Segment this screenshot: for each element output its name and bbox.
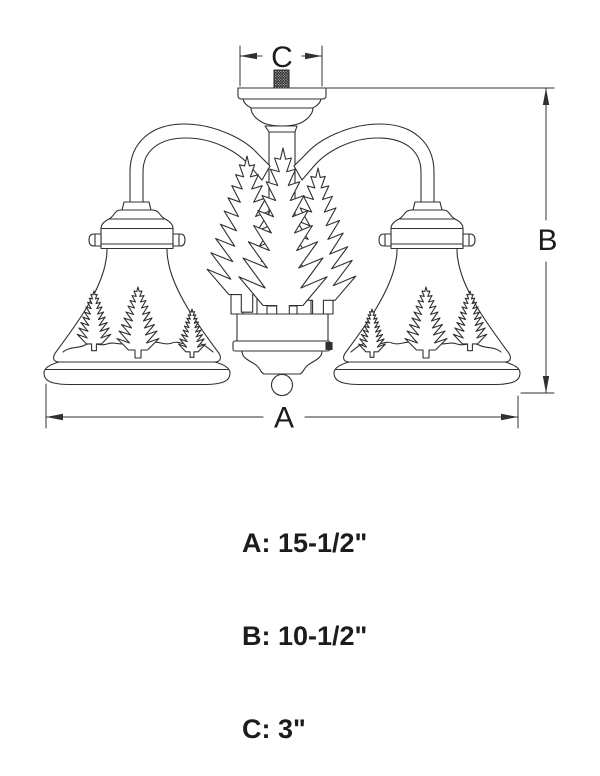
left-bell-shade — [44, 202, 230, 385]
dim-label-c: C — [271, 41, 293, 74]
product-dimension-diagram: C B A A: 15-1/2" B: 10-1/2" C: 3" — [0, 41, 558, 744]
dimension-c: C — [239, 41, 323, 87]
right-bell-shade — [334, 202, 520, 385]
light-fixture-line-drawing: C B A — [0, 41, 558, 435]
spec-line-b: B: 10-1/2" — [242, 621, 368, 651]
spec-line-c: C: 3" — [242, 714, 306, 744]
canopy-group — [237, 69, 327, 133]
center-tree-cluster — [206, 147, 357, 327]
dimension-a: A — [45, 383, 519, 435]
ball-finial — [270, 373, 294, 397]
dimension-specs: A: 15-1/2" B: 10-1/2" C: 3" — [242, 466, 367, 776]
dim-label-a: A — [274, 402, 294, 435]
center-hub — [232, 313, 333, 397]
dim-label-b: B — [537, 224, 557, 257]
dimension-b: B — [326, 87, 558, 394]
spec-line-a: A: 15-1/2" — [242, 528, 368, 558]
